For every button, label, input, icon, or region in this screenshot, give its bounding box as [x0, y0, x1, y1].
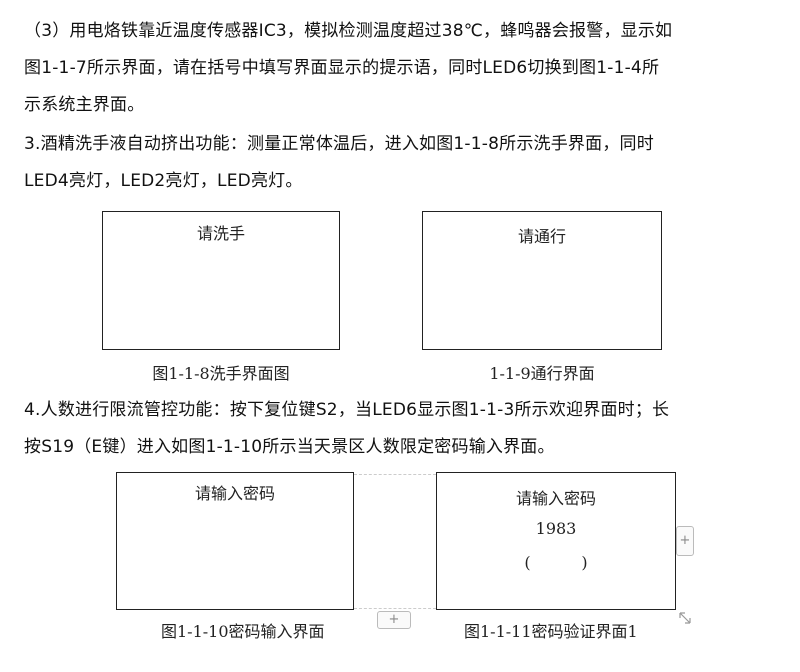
para-2-line-1: 3.酒精洗手液自动挤出功能：测量正常体温后，进入如图1-1-8所示洗手界面，同时 [24, 134, 654, 154]
selection-guide-bottom [354, 608, 436, 609]
password-input-prompt: 请输入密码 [194, 484, 275, 503]
selection-guide-top [354, 474, 436, 475]
pass-prompt: 请通行 [517, 227, 566, 246]
para-2-line-2: LED4亮灯，LED2亮灯，LED亮灯。 [24, 171, 303, 191]
figure-pass-caption: 1-1-9通行界面 [489, 364, 595, 383]
para-1-line-2: 图1-1-7所示界面，请在括号中填写界面显示的提示语，同时LED6切换到图1-1… [24, 58, 660, 78]
para-1-line-3: 示系统主界面。 [24, 95, 145, 115]
add-row-button[interactable]: + [377, 611, 411, 629]
figure-pass-screen: 请通行 [422, 211, 662, 350]
figure-wash-caption: 图1-1-8洗手界面图 [152, 364, 290, 383]
wash-prompt: 请洗手 [196, 224, 245, 243]
figure-password-verify-caption: 图1-1-11密码验证界面1 [464, 622, 638, 641]
figure-wash-screen: 请洗手 [102, 211, 340, 350]
para-3-line-2: 按S19（E键）进入如图1-1-10所示当天景区人数限定密码输入界面。 [24, 437, 555, 457]
resize-handle-icon[interactable] [676, 611, 694, 629]
para-3-line-1: 4.人数进行限流管控功能：按下复位键S2，当LED6显示图1-1-3所示欢迎界面… [24, 400, 670, 420]
figure-password-verify-screen: 请输入密码 1983 ( ) [436, 472, 676, 610]
password-verify-answer-blank: ( ) [524, 553, 588, 572]
password-verify-prompt: 请输入密码 [515, 489, 596, 508]
password-verify-value: 1983 [535, 519, 577, 538]
para-1-line-1: （3）用电烙铁靠近温度传感器IC3，模拟检测温度超过38℃，蜂鸣器会报警，显示如 [24, 21, 673, 41]
resize-arrows-icon [679, 612, 691, 624]
figure-password-input-screen: 请输入密码 [116, 472, 354, 610]
add-column-button[interactable]: + [676, 526, 694, 556]
figure-password-input-caption: 图1-1-10密码输入界面 [161, 622, 325, 641]
